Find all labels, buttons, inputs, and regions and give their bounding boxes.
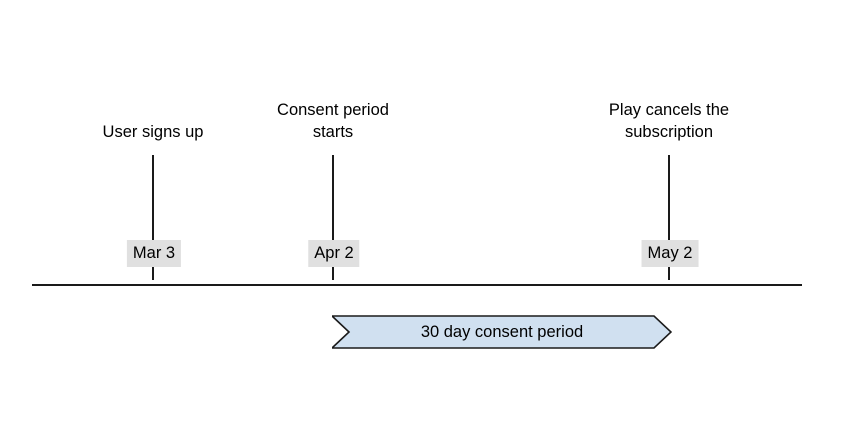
consent-period-banner: 30 day consent period — [332, 315, 672, 349]
event-date-chip-consent-period-starts: Apr 2 — [308, 240, 360, 267]
event-date-chip-user-signs-up: Mar 3 — [126, 240, 182, 267]
consent-period-banner-shape — [332, 315, 672, 349]
event-tick-play-cancels-subscription — [668, 155, 670, 280]
event-tick-consent-period-starts — [332, 155, 334, 280]
event-caption-consent-period-starts: Consent period starts — [277, 101, 389, 141]
event-caption-user-signs-up: User signs up — [102, 123, 204, 141]
timeline-axis — [32, 284, 802, 286]
event-date-chip-play-cancels-subscription: May 2 — [641, 240, 699, 267]
event-tick-user-signs-up — [152, 155, 154, 280]
banner-arrow-shape — [332, 315, 672, 349]
event-caption-play-cancels-subscription: Play cancels the subscription — [608, 101, 730, 141]
